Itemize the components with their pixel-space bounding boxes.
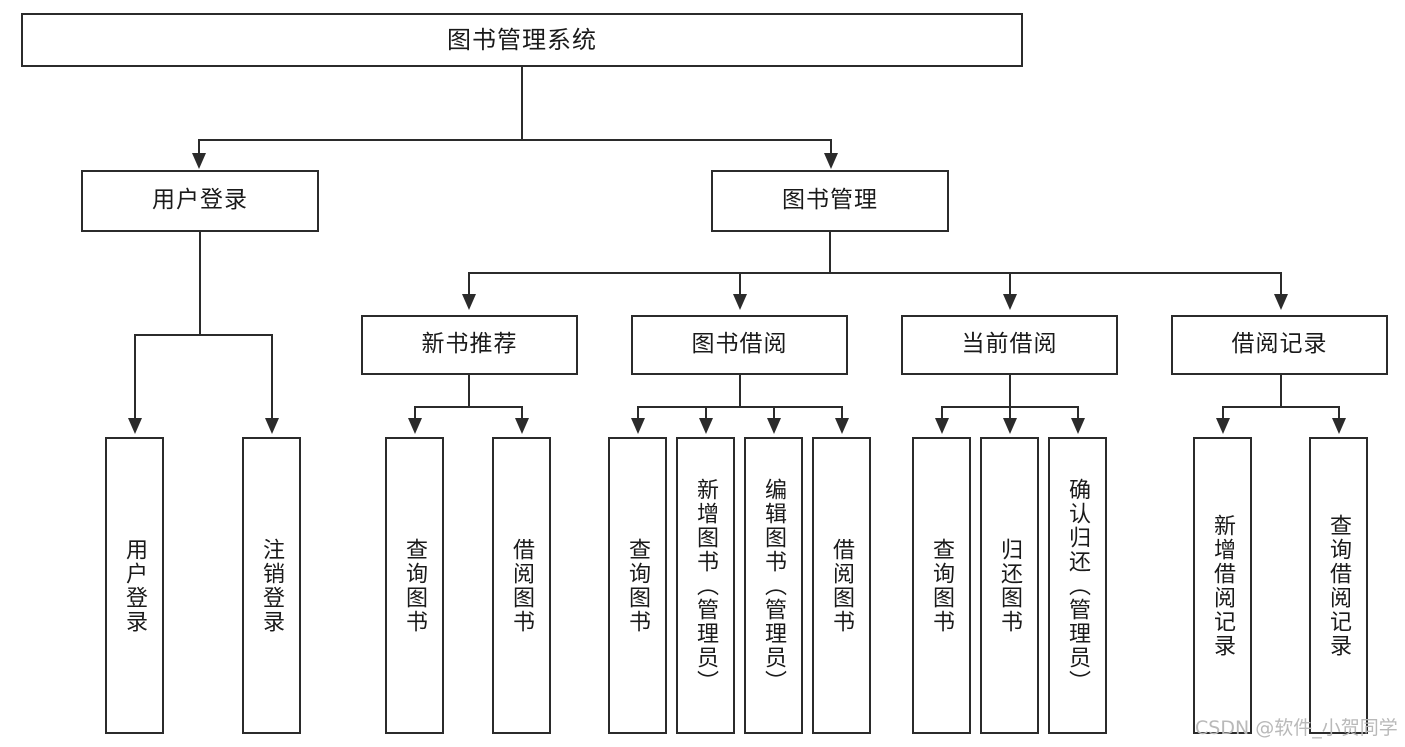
connector-book-borrow-stem	[739, 375, 741, 408]
connector-book-management-stem	[829, 232, 831, 274]
connector-root-stem	[521, 67, 523, 140]
arrow-br-to-leaf-2	[1332, 418, 1346, 434]
node-borrow-record[interactable]: 借阅记录	[1171, 315, 1388, 375]
arrow-new-book-to-leaf-2	[515, 418, 529, 434]
leaf-query-book-borrow[interactable]: 查询图书	[608, 437, 667, 734]
connector-book-borrow-bar	[637, 406, 843, 408]
connector-user-login-to-leaf-1	[134, 334, 136, 420]
connector-bm-to-new-book	[468, 272, 470, 296]
connector-borrow-record-stem	[1280, 375, 1282, 408]
leaf-query-borrow-record[interactable]: 查询借阅记录	[1309, 437, 1368, 734]
node-label: 借阅图书	[509, 537, 535, 634]
arrow-bm-to-borrow-record	[1274, 294, 1288, 310]
leaf-return-book[interactable]: 归还图书	[980, 437, 1039, 734]
arrow-root-to-book-management	[824, 153, 838, 169]
leaf-borrow-book-borrow[interactable]: 借阅图书	[812, 437, 871, 734]
leaf-borrow-book-new-recommend[interactable]: 借阅图书	[492, 437, 551, 734]
arrow-bm-to-new-book	[462, 294, 476, 310]
node-book-management-system[interactable]: 图书管理系统	[21, 13, 1023, 67]
connector-root-to-book-management	[830, 139, 832, 156]
connector-user-login-stem	[199, 232, 201, 336]
node-label: 图书管理	[782, 187, 878, 214]
leaf-confirm-return-admin[interactable]: 确认归还（管理员）	[1048, 437, 1107, 734]
node-label: 查询图书	[402, 537, 428, 634]
arrow-root-to-user-login	[192, 153, 206, 169]
node-book-management[interactable]: 图书管理	[711, 170, 949, 232]
arrow-bm-to-current-borrow	[1003, 294, 1017, 310]
connector-bb-to-leaf-3	[773, 406, 775, 420]
node-label: 注销登录	[259, 537, 285, 634]
connector-bm-to-book-borrow	[739, 272, 741, 296]
arrow-bb-to-leaf-1	[631, 418, 645, 434]
connector-br-to-leaf-1	[1222, 406, 1224, 420]
connector-cb-to-leaf-2	[1009, 406, 1011, 420]
connector-cb-to-leaf-3	[1077, 406, 1079, 420]
node-label: 查询图书	[929, 537, 955, 634]
connector-br-to-leaf-2	[1338, 406, 1340, 420]
leaf-logout-login[interactable]: 注销登录	[242, 437, 301, 734]
node-label: 当前借阅	[961, 331, 1058, 358]
node-label: 用户登录	[122, 537, 148, 634]
node-label: 确认归还（管理员）	[1065, 477, 1091, 694]
connector-new-book-to-leaf-1	[414, 406, 416, 420]
node-label: 查询借阅记录	[1326, 513, 1352, 658]
connector-bm-to-borrow-record	[1280, 272, 1282, 296]
node-label: 图书借阅	[691, 331, 788, 358]
connector-root-bar	[198, 139, 832, 141]
node-user-login[interactable]: 用户登录	[81, 170, 319, 232]
leaf-edit-book-admin[interactable]: 编辑图书（管理员）	[744, 437, 803, 734]
node-label: 新书推荐	[421, 331, 518, 358]
arrow-bb-to-leaf-2	[699, 418, 713, 434]
node-current-borrow[interactable]: 当前借阅	[901, 315, 1118, 375]
arrow-user-login-to-leaf-2	[265, 418, 279, 434]
connector-bb-to-leaf-4	[841, 406, 843, 420]
connector-bm-to-current-borrow	[1009, 272, 1011, 296]
node-label: 图书管理系统	[447, 25, 597, 54]
connector-book-management-bar	[468, 272, 1282, 274]
connector-new-book-to-leaf-2	[521, 406, 523, 420]
arrow-br-to-leaf-1	[1216, 418, 1230, 434]
connector-bb-to-leaf-2	[705, 406, 707, 420]
arrow-cb-to-leaf-1	[935, 418, 949, 434]
connector-borrow-record-bar	[1222, 406, 1339, 408]
leaf-user-login[interactable]: 用户登录	[105, 437, 164, 734]
arrow-cb-to-leaf-2	[1003, 418, 1017, 434]
arrow-bm-to-book-borrow	[733, 294, 747, 310]
node-label: 借阅图书	[829, 537, 855, 634]
connector-current-borrow-stem	[1009, 375, 1011, 408]
node-book-borrow[interactable]: 图书借阅	[631, 315, 848, 375]
leaf-query-book-current[interactable]: 查询图书	[912, 437, 971, 734]
node-label: 新增图书（管理员）	[693, 477, 719, 694]
csdn-watermark: CSDN @软件_小贺同学	[1195, 717, 1398, 739]
arrow-cb-to-leaf-3	[1071, 418, 1085, 434]
node-label: 编辑图书（管理员）	[761, 477, 787, 694]
leaf-add-book-admin[interactable]: 新增图书（管理员）	[676, 437, 735, 734]
node-label: 用户登录	[152, 187, 248, 214]
node-label: 借阅记录	[1231, 331, 1328, 358]
arrow-new-book-to-leaf-1	[408, 418, 422, 434]
connector-user-login-bar	[134, 334, 272, 336]
node-new-book-recommend[interactable]: 新书推荐	[361, 315, 578, 375]
connector-new-book-bar	[414, 406, 522, 408]
connector-bb-to-leaf-1	[637, 406, 639, 420]
node-label: 归还图书	[997, 537, 1023, 634]
connector-user-login-to-leaf-2	[271, 334, 273, 420]
node-label: 查询图书	[625, 537, 651, 634]
leaf-add-borrow-record[interactable]: 新增借阅记录	[1193, 437, 1252, 734]
connector-root-to-user-login	[198, 139, 200, 156]
connector-new-book-stem	[468, 375, 470, 408]
leaf-query-book-new-recommend[interactable]: 查询图书	[385, 437, 444, 734]
arrow-bb-to-leaf-3	[767, 418, 781, 434]
connector-cb-to-leaf-1	[941, 406, 943, 420]
node-label: 新增借阅记录	[1210, 513, 1236, 658]
arrow-bb-to-leaf-4	[835, 418, 849, 434]
arrow-user-login-to-leaf-1	[128, 418, 142, 434]
